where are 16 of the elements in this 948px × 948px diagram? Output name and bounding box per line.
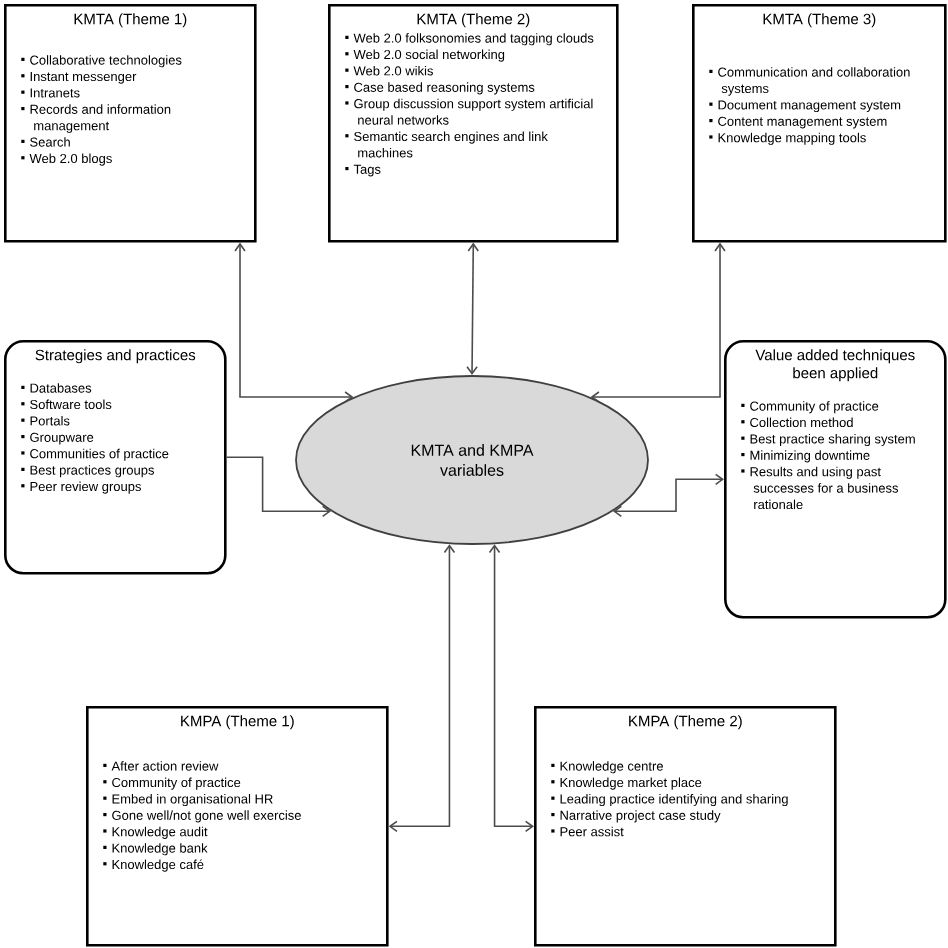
theme-box bbox=[328, 4, 619, 243]
rounded-box bbox=[724, 340, 947, 619]
theme-box bbox=[4, 4, 257, 243]
arrow bbox=[488, 544, 534, 833]
rounded-box bbox=[4, 340, 227, 575]
theme-box bbox=[86, 706, 389, 947]
theme-box bbox=[692, 4, 947, 243]
ellipse-label: KMTA and KMPA variables bbox=[411, 444, 534, 476]
arrow bbox=[590, 242, 726, 403]
arrow bbox=[612, 473, 724, 518]
arrow bbox=[466, 242, 480, 376]
arrow bbox=[225, 456, 332, 518]
variables-ellipse bbox=[295, 375, 649, 545]
theme-box bbox=[534, 706, 837, 947]
arrow bbox=[234, 242, 354, 403]
arrow bbox=[388, 544, 456, 833]
